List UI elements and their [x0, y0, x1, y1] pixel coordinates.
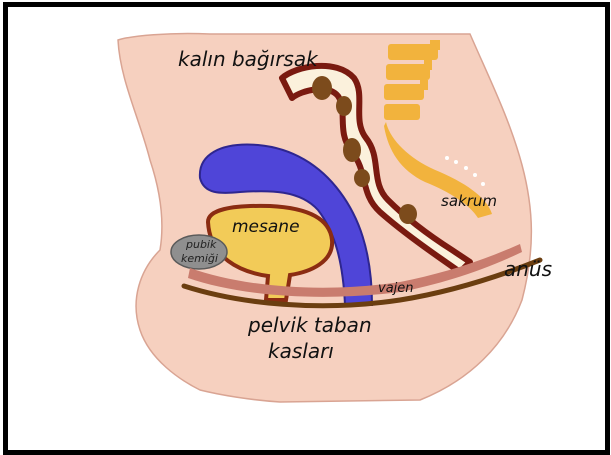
pelvic-floor-label-line2: kasları [268, 339, 334, 363]
pubic-bone-label-line1: pubik [185, 238, 217, 251]
bladder-label: mesane [232, 217, 300, 237]
anus-label: anüs [504, 257, 552, 281]
pelvic-floor-label-line1: pelvik taban [247, 313, 372, 337]
colon-label: kalın bağırsak [178, 47, 319, 71]
sacrum-label: sakrum [441, 192, 497, 210]
vagina-label: vajen [378, 281, 414, 296]
pubic-bone-label-line2: kemiği [181, 252, 218, 265]
